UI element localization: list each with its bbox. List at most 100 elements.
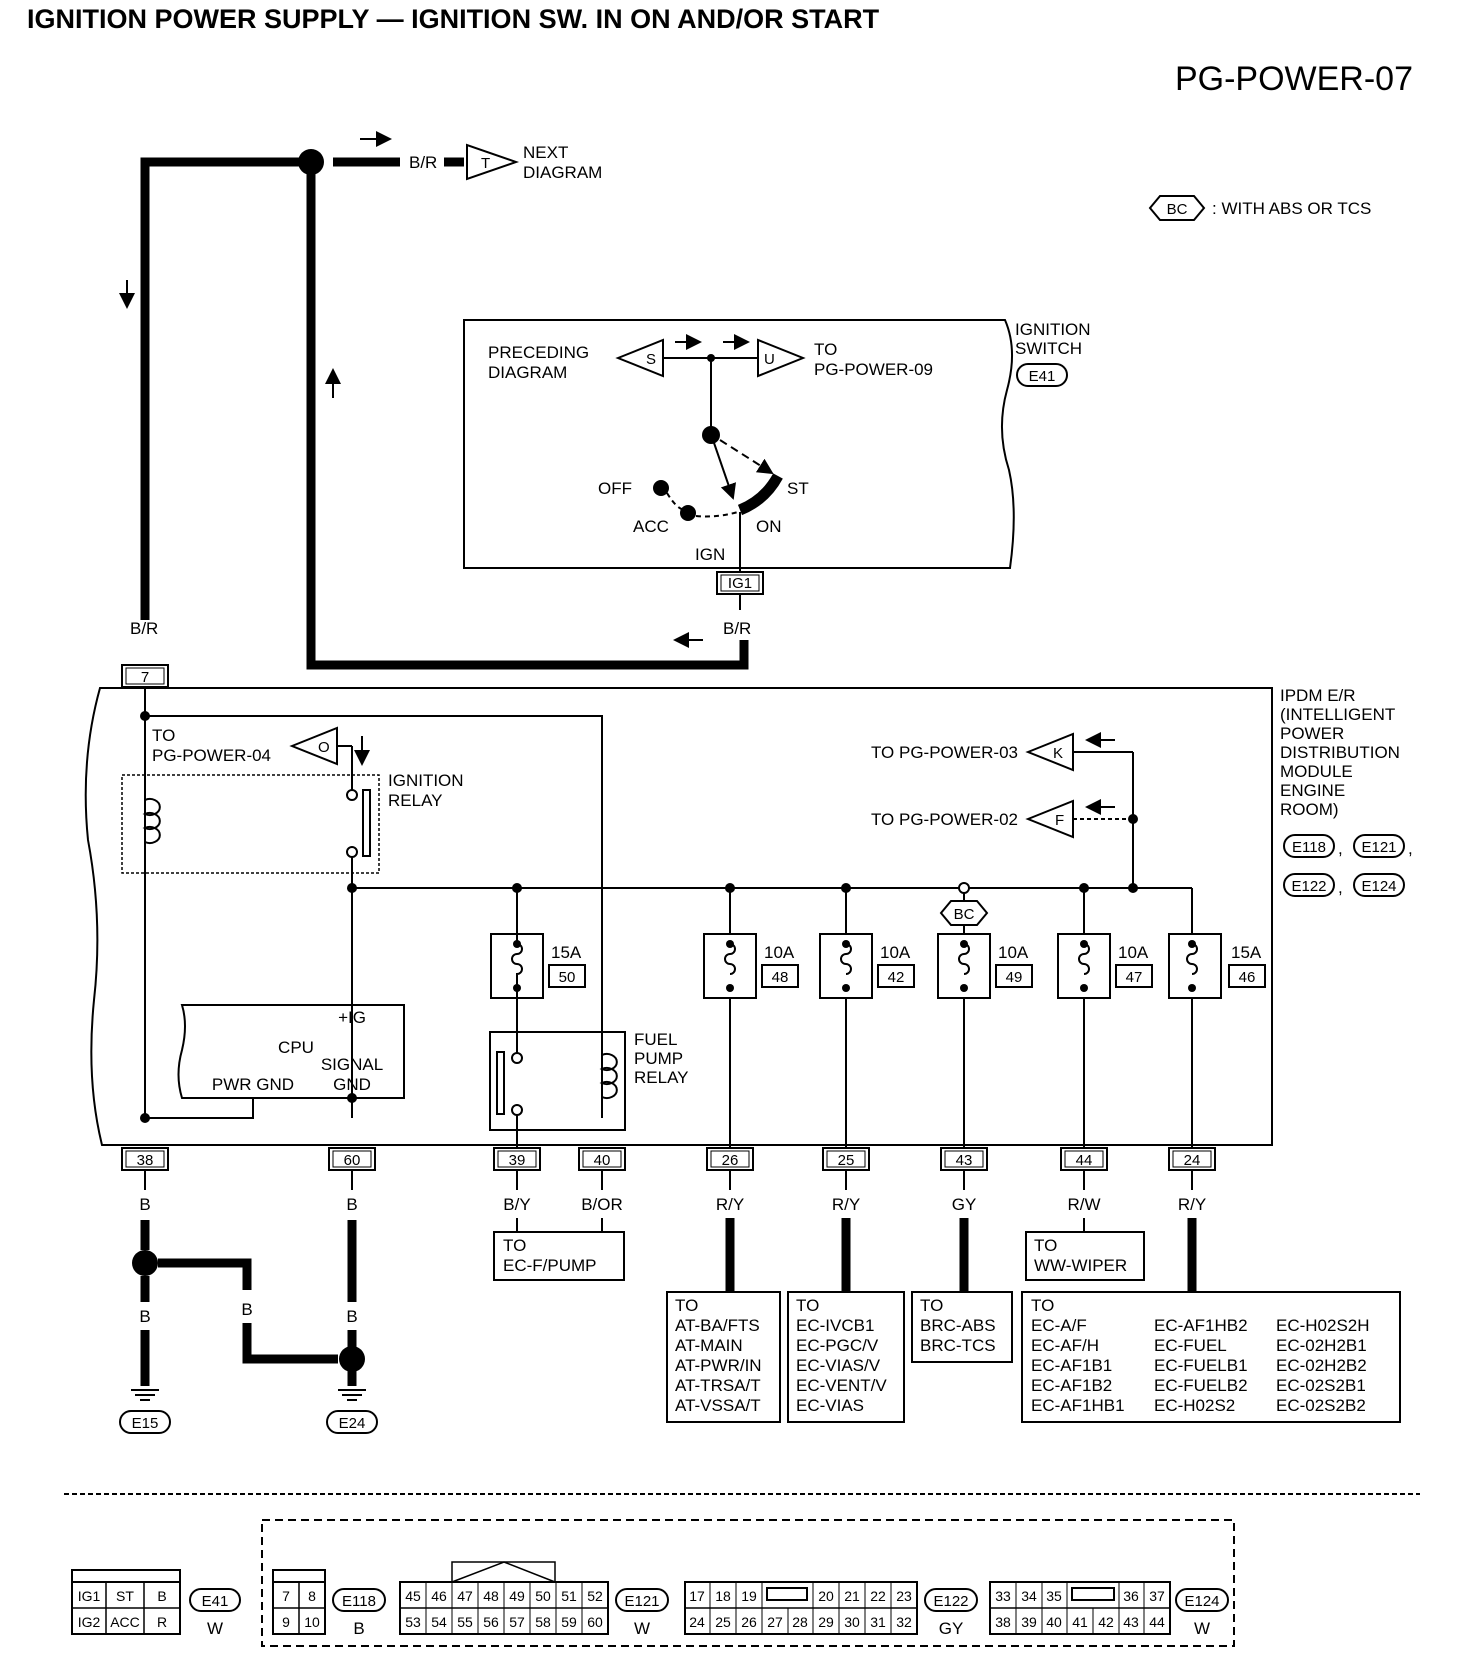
svg-text:EC-02S2B1: EC-02S2B1 (1276, 1376, 1366, 1395)
svg-text:EC-H02S2H: EC-H02S2H (1276, 1316, 1370, 1335)
ipdm-title-2: (INTELLIGENT (1280, 705, 1395, 724)
svg-text:43: 43 (956, 1152, 973, 1169)
top-harness: B/R T NEXT DIAGRAM B/R (119, 131, 749, 670)
svg-text:R/Y: R/Y (832, 1195, 860, 1214)
svg-text:49: 49 (509, 1588, 525, 1604)
ipdm-connector-e118: E118 (1292, 839, 1326, 856)
svg-text:BRC-ABS: BRC-ABS (920, 1316, 996, 1335)
svg-text:45: 45 (405, 1588, 421, 1604)
ipdm-module: IPDM E/R (INTELLIGENT POWER DISTRIBUTION… (84, 686, 1413, 1146)
svg-text:10: 10 (304, 1614, 320, 1630)
svg-text:GY: GY (952, 1195, 977, 1214)
svg-text:TO: TO (675, 1296, 698, 1315)
svg-text:E41: E41 (202, 1593, 229, 1610)
dest-ec-big (1021, 1291, 1401, 1423)
next-diagram-line1: NEXT (523, 143, 568, 162)
svg-text:48: 48 (772, 969, 789, 986)
cpu-ig-label: +IG (338, 1008, 366, 1027)
terminal-26: 26 R/Y (706, 1147, 754, 1214)
svg-text:10A: 10A (764, 943, 795, 962)
cpu-label: CPU (278, 1038, 314, 1057)
pos-off: OFF (598, 479, 632, 498)
to-pg03-label: TO PG-POWER-03 (871, 743, 1018, 762)
svg-text:R: R (157, 1614, 167, 1630)
ipdm-title-4: DISTRIBUTION (1280, 743, 1400, 762)
svg-text:EC-AF1B1: EC-AF1B1 (1031, 1356, 1112, 1375)
fuse-49: 10A 49 (937, 933, 1033, 999)
ground-e24-wire: B (346, 1307, 357, 1326)
ipdm-title-6: ENGINE (1280, 781, 1345, 800)
ground-e15-id: E15 (132, 1415, 159, 1432)
svg-text:W: W (1194, 1619, 1210, 1638)
fuse-48: 10A 48 (703, 933, 799, 999)
svg-text:50: 50 (559, 969, 576, 986)
svg-text:E118: E118 (342, 1593, 376, 1610)
svg-text:TO: TO (796, 1296, 819, 1315)
svg-text:EC-AF1HB1: EC-AF1HB1 (1031, 1396, 1125, 1415)
svg-text:GY: GY (939, 1619, 964, 1638)
connector-view-e122: 17 18 19 20 21 22 23 24 25 26 27 28 29 3… (684, 1581, 978, 1638)
svg-text:32: 32 (896, 1614, 912, 1630)
ignition-relay (121, 774, 380, 874)
svg-text:60: 60 (344, 1152, 361, 1169)
splice-point (298, 149, 324, 175)
svg-text:ACC: ACC (110, 1614, 140, 1630)
ignition-switch-title-1: IGNITION (1015, 320, 1091, 339)
svg-text:33: 33 (995, 1588, 1011, 1604)
ignition-relay-label-1: IGNITION (388, 771, 464, 790)
bottom-terminals: 38 B 60 B 39 B/Y 40 B/OR 26 (121, 1147, 1216, 1214)
svg-text:R/W: R/W (1067, 1195, 1100, 1214)
fuse-46: 15A 46 (1168, 933, 1266, 999)
to-pg04-line1: TO (152, 726, 175, 745)
svg-text:38: 38 (137, 1152, 154, 1169)
connector-k (1025, 732, 1074, 772)
svg-text:IG2: IG2 (78, 1614, 101, 1630)
svg-text:42: 42 (888, 969, 905, 986)
svg-text:20: 20 (818, 1588, 834, 1604)
ignition-relay-label-2: RELAY (388, 791, 443, 810)
dest-fpump (493, 1231, 625, 1281)
ignition-switch: IGNITION SWITCH E41 PRECEDING DIAGRAM S … (463, 319, 1091, 638)
svg-text:EC-02H2B1: EC-02H2B1 (1276, 1336, 1367, 1355)
terminal-60: 60 B (328, 1147, 376, 1214)
svg-text:60: 60 (587, 1614, 603, 1630)
ground-e15-badge (119, 1410, 171, 1434)
svg-text:E122: E122 (933, 1593, 968, 1610)
connector-o (289, 726, 338, 766)
svg-text:56: 56 (483, 1614, 499, 1630)
svg-text:55: 55 (457, 1614, 473, 1630)
diagram-title: IGNITION POWER SUPPLY — IGNITION SW. IN … (27, 4, 880, 34)
svg-text:39: 39 (1021, 1614, 1037, 1630)
svg-text:AT-VSSA/T: AT-VSSA/T (675, 1396, 761, 1415)
svg-text:B/OR: B/OR (581, 1195, 623, 1214)
fuse-47: 10A 47 (1057, 933, 1153, 999)
connector-t (466, 143, 520, 181)
svg-text:28: 28 (792, 1614, 808, 1630)
connector-view-frame (261, 1519, 1235, 1647)
svg-text:EC-H02S2: EC-H02S2 (1154, 1396, 1235, 1415)
svg-text:58: 58 (535, 1614, 551, 1630)
ig1-wire-color: B/R (723, 619, 751, 638)
svg-text:7: 7 (282, 1588, 290, 1604)
svg-text:E124: E124 (1184, 1593, 1219, 1610)
terminal-7: 7 (121, 664, 169, 688)
terminal-38: 38 B (121, 1147, 169, 1214)
svg-text:EC-F/PUMP: EC-F/PUMP (503, 1256, 597, 1275)
svg-text:50: 50 (535, 1588, 551, 1604)
svg-text:21: 21 (844, 1588, 860, 1604)
connector-view-e121: 45 46 47 48 49 50 51 52 53 54 55 56 57 5… (399, 1561, 669, 1638)
svg-text:18: 18 (715, 1588, 731, 1604)
svg-text:46: 46 (431, 1588, 447, 1604)
svg-text:43: 43 (1123, 1614, 1139, 1630)
svg-text:B: B (346, 1195, 357, 1214)
svg-text:25: 25 (838, 1152, 855, 1169)
svg-text:EC-FUEL: EC-FUEL (1154, 1336, 1227, 1355)
svg-text:44: 44 (1149, 1614, 1165, 1630)
terminal-25: 25 R/Y (822, 1147, 870, 1214)
cpu-pwr-gnd-label: PWR GND (212, 1075, 294, 1094)
fuel-pump-relay (489, 1031, 626, 1131)
switch-pivot (702, 426, 720, 444)
ipdm-title-7: ROOM) (1280, 800, 1339, 819)
svg-text:26: 26 (741, 1614, 757, 1630)
svg-text:25: 25 (715, 1614, 731, 1630)
